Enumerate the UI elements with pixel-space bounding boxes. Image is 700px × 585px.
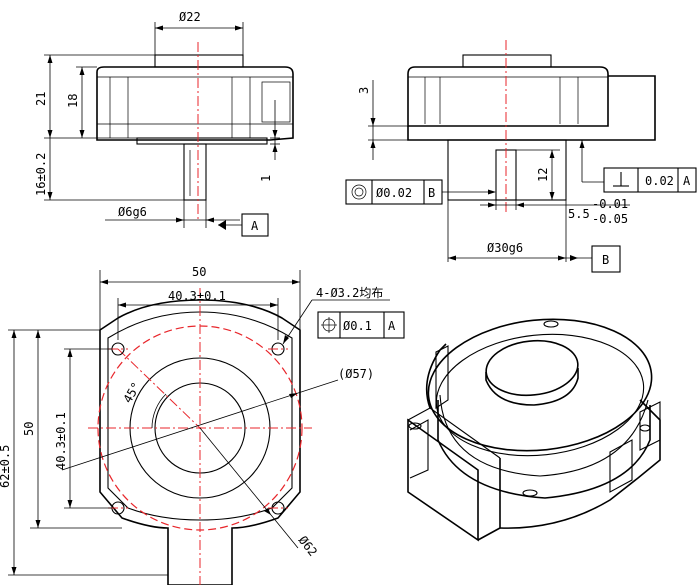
top-cap	[154, 54, 244, 68]
perpendicularity-datum: A	[683, 174, 691, 188]
dim-18: 18	[66, 94, 80, 108]
position-frame	[317, 311, 405, 339]
datum-b-box	[591, 245, 621, 273]
dim-height-50: 50	[22, 422, 36, 436]
dim-3: 3	[357, 87, 371, 94]
dim-d30g6: Ø30g6	[487, 241, 523, 255]
dim-d62: Ø62	[296, 533, 320, 559]
housing-inner	[107, 311, 293, 521]
flange-right	[407, 75, 656, 141]
dim-width-50: 50	[192, 265, 206, 279]
dim-angle: 45°	[120, 380, 143, 406]
holes-note: 4-Ø3.2均布	[316, 286, 383, 300]
datum-a-label: A	[251, 219, 259, 233]
dim-12: 12	[536, 168, 550, 182]
dim-1: 1	[259, 175, 273, 182]
side-view-left: Ø22 21 18 16±0.2 1 Ø6g6 A	[34, 10, 294, 237]
top-cap-right	[462, 54, 552, 68]
shaft	[183, 143, 207, 201]
key-tolerance-base: 5.5	[568, 207, 590, 221]
position-datum: A	[388, 319, 396, 333]
dim-d22: Ø22	[179, 10, 201, 24]
iso-cap	[485, 339, 579, 397]
dim-hole-spacing-v: 40.3±0.1	[54, 412, 68, 470]
isometric-view	[407, 318, 661, 542]
key-tolerance-lower: -0.05	[592, 212, 628, 226]
datum-a-box	[241, 213, 269, 237]
position-value: Ø0.1	[343, 319, 372, 333]
front-view: 50 40.3±0.1 4-Ø3.2均布 Ø0.1 A (Ø57) 45°	[0, 265, 405, 585]
iso-base-front	[407, 418, 479, 542]
housing-outline	[99, 299, 301, 585]
dim-hole-spacing-h: 40.3±0.1	[168, 289, 226, 303]
key-tolerance-upper: -0.01	[592, 197, 628, 211]
motor-body-right	[407, 66, 609, 127]
concentricity-value: Ø0.02	[376, 186, 412, 200]
dim-16: 16±0.2	[34, 153, 48, 196]
mounting-holes	[108, 342, 288, 515]
perpendicularity-value: 0.02	[645, 174, 674, 188]
iso-body-outer	[427, 318, 653, 452]
side-view-right: 3 12 Ø0.02 B 0.02 A 5.5 -0.	[345, 40, 697, 273]
concentricity-datum: B	[428, 186, 435, 200]
dim-pcd: (Ø57)	[338, 367, 374, 381]
dim-d6g6: Ø6g6	[118, 205, 147, 219]
dim-21: 21	[34, 92, 48, 106]
datum-b-label: B	[602, 253, 609, 267]
dim-total-height: 62±0.5	[0, 445, 12, 488]
motor-body	[96, 66, 294, 141]
perpendicularity-frame	[603, 167, 697, 193]
